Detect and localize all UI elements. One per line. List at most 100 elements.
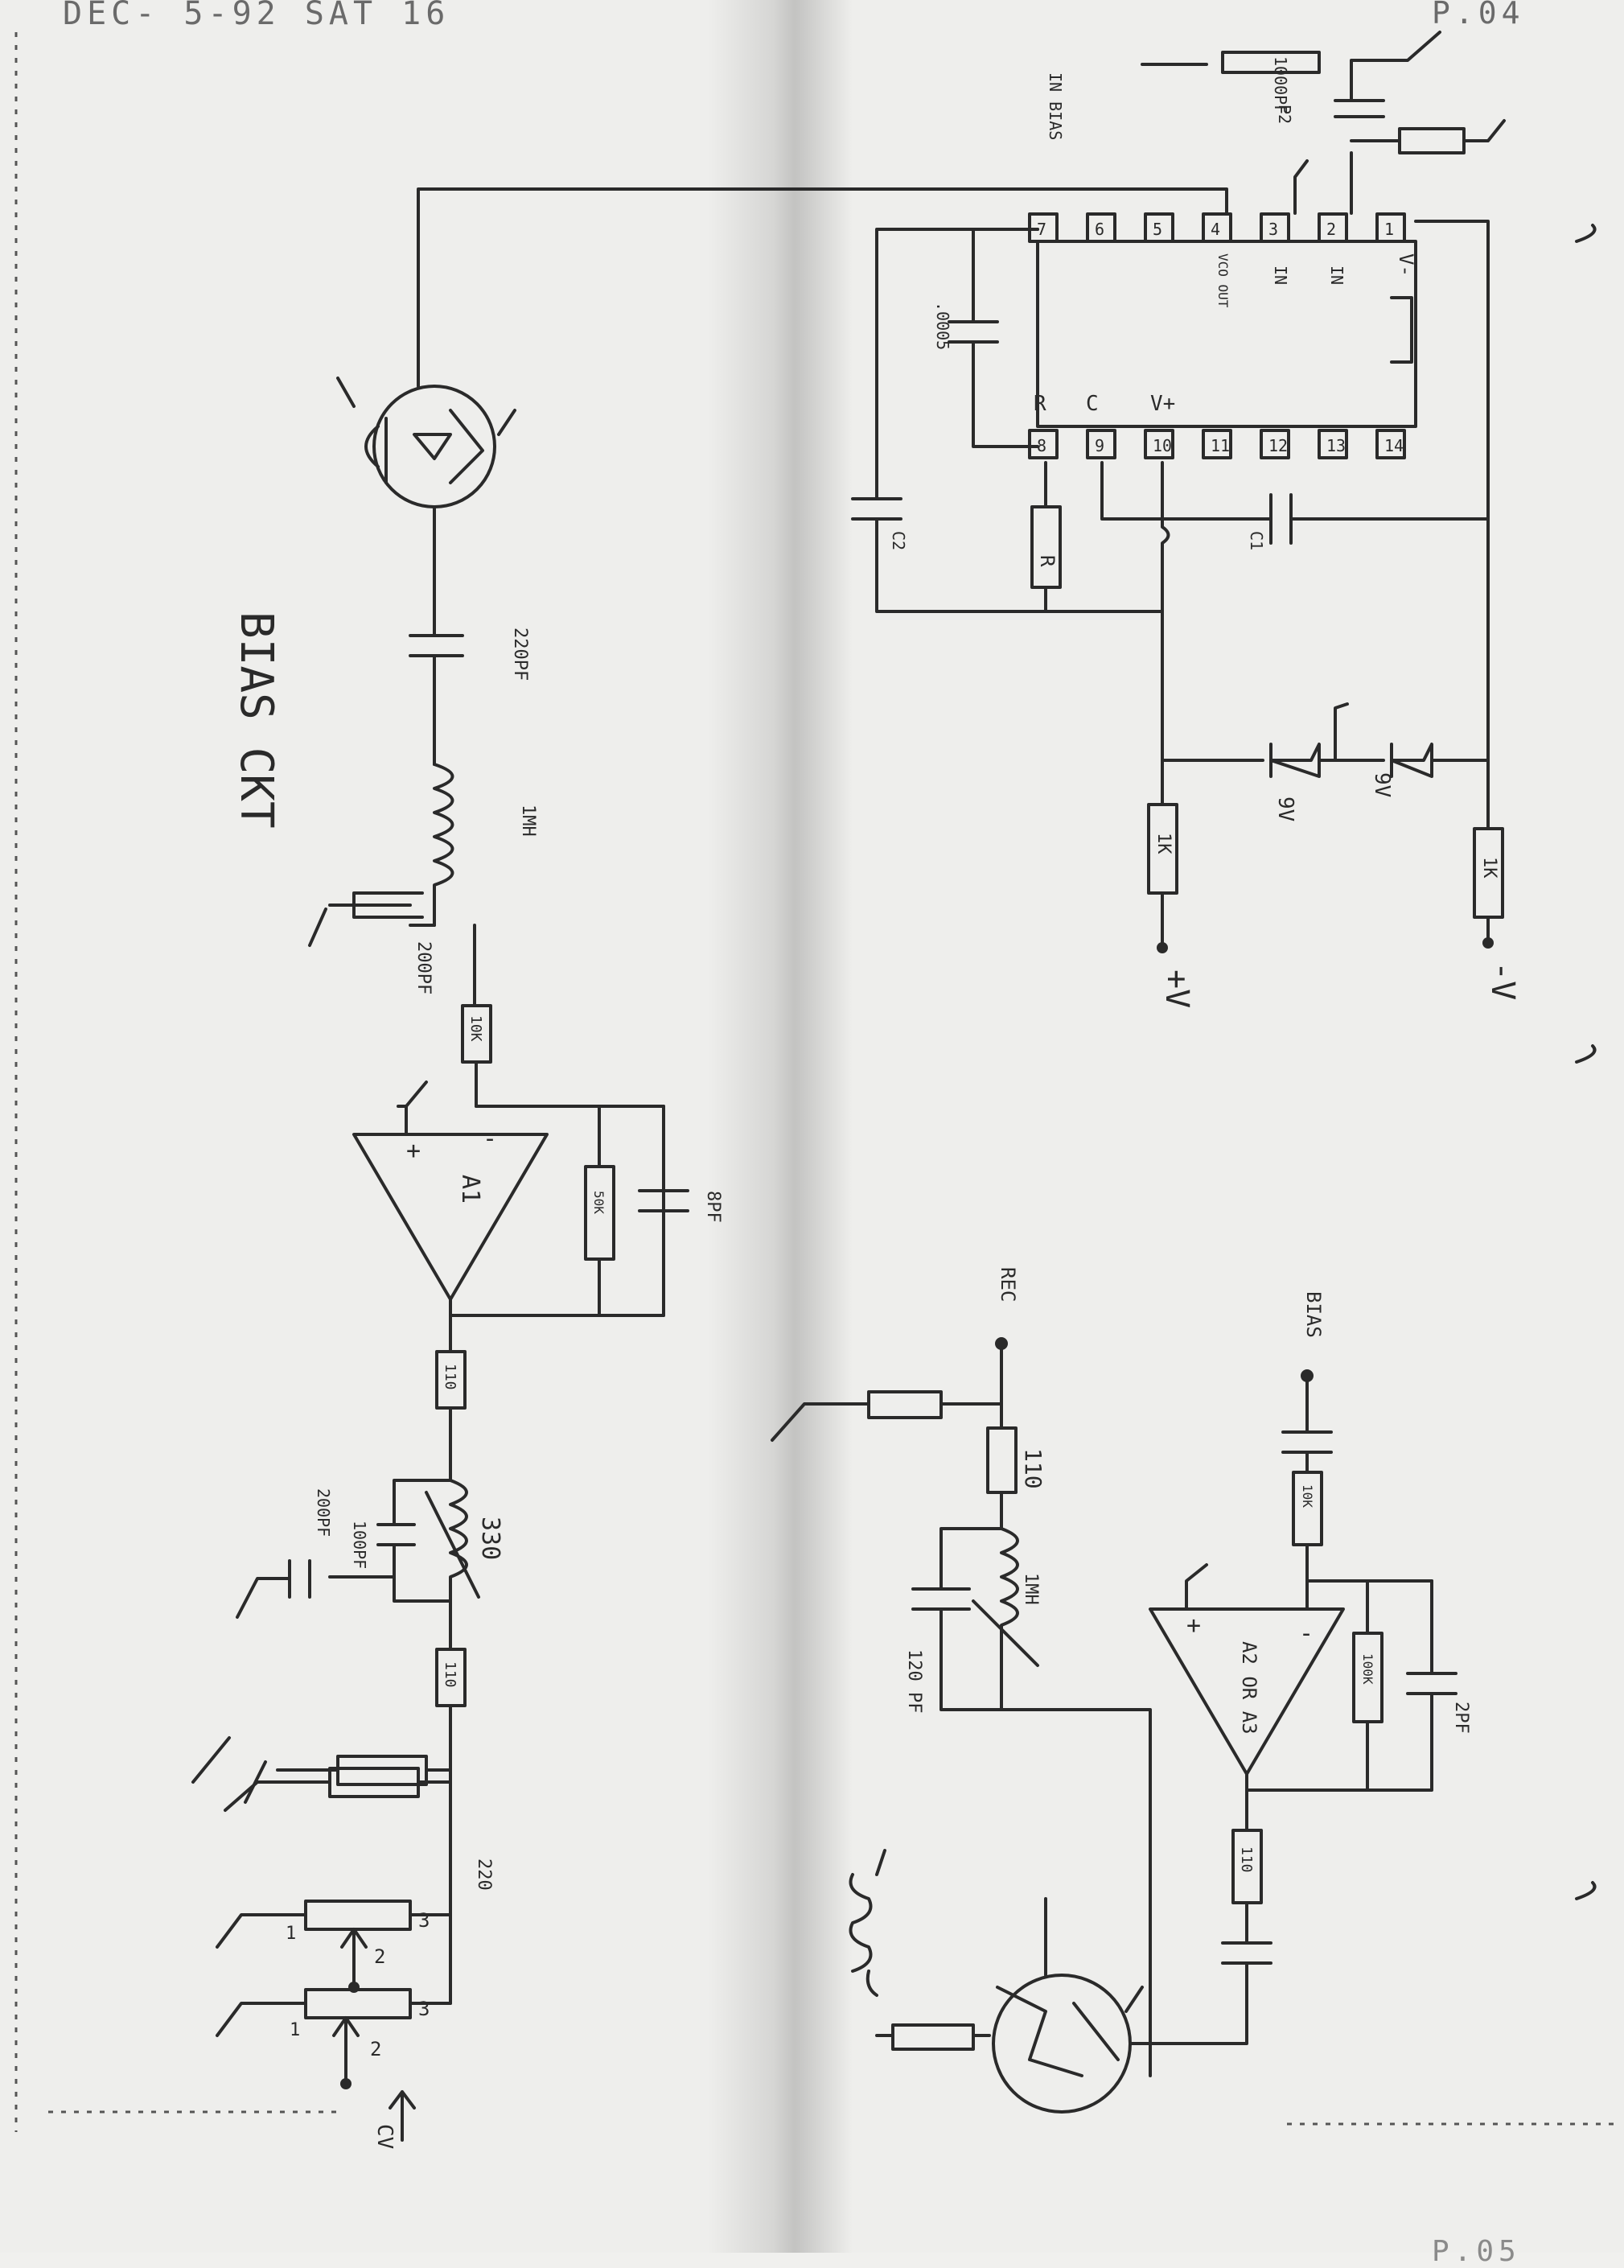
ic-top-pin-number: 2 xyxy=(1326,220,1336,239)
ground-shunt xyxy=(308,903,412,947)
label-r-out-rec: 110 xyxy=(1238,1846,1255,1873)
label-r-feedback: 50K xyxy=(591,1191,606,1214)
pot1-pin1: 1 xyxy=(286,1924,296,1944)
label-r-input: 10K xyxy=(467,1015,484,1042)
label-amp-rec: A2 OR A3 xyxy=(1238,1641,1260,1735)
pot1-pin2: 2 xyxy=(374,1945,385,1968)
pot1-wiper xyxy=(340,1928,368,1989)
label-l-tank: 330 xyxy=(476,1517,504,1560)
cap-200pf-ground xyxy=(236,1559,396,1619)
inductor-330-adjust xyxy=(425,1491,480,1599)
ic-top-pin-box xyxy=(1086,212,1116,243)
pin1-label: V- xyxy=(1395,253,1417,277)
resistor-ground-1 xyxy=(336,1755,428,1786)
ic-top-pin-number: 6 xyxy=(1095,220,1104,239)
tube-symbol xyxy=(372,385,496,508)
label-c-tank2: 100PF xyxy=(350,1521,369,1569)
inductor-rec-adjust xyxy=(972,1599,1039,1667)
wire-pot2 xyxy=(216,2002,452,2037)
label-zener2: 9V xyxy=(1370,772,1394,797)
resistor-rec-ground xyxy=(867,1390,943,1419)
ic-bottom-pin-number: 10 xyxy=(1153,436,1172,455)
wire-pot1 xyxy=(216,1913,452,1949)
ic-top-pin-number: 7 xyxy=(1037,220,1046,239)
bias-title: BIAS CKT xyxy=(230,611,282,829)
cap-2pf xyxy=(1366,1579,1457,1792)
inductor-rec-1mh xyxy=(1000,1527,1019,1711)
stray-marks xyxy=(1575,224,1597,1900)
pot2-pin1: 1 xyxy=(290,2020,300,2040)
label-r-in-rec: 10K xyxy=(1300,1484,1315,1508)
ic-notch xyxy=(1390,296,1413,364)
label-r-timing: R xyxy=(1036,555,1059,567)
wire-vplus xyxy=(1161,461,1170,806)
ic-bottom-pin-box xyxy=(1318,429,1348,459)
pin9-label: C xyxy=(1086,392,1099,416)
wire-r-in xyxy=(1350,119,1506,142)
ic-bottom-pin-box xyxy=(1375,429,1406,459)
ic-top-pin-number: 4 xyxy=(1211,220,1220,239)
resistor-50k xyxy=(584,1165,615,1261)
ic-top-pin-number: 3 xyxy=(1268,220,1278,239)
label-amp-rec-plus: + xyxy=(1186,1611,1201,1640)
inductor-head xyxy=(849,1849,886,1997)
pin4-label: VCO OUT xyxy=(1215,253,1231,308)
label-zener1: 9V xyxy=(1273,796,1297,821)
ic-bottom-pin-number: 12 xyxy=(1268,436,1288,455)
pot2-terminal xyxy=(340,2078,352,2089)
ic-top-pin-box xyxy=(1375,212,1406,243)
cap-c2 xyxy=(851,228,1164,613)
label-r-out: 110 xyxy=(442,1364,458,1390)
ic-bottom-pin-box xyxy=(1144,429,1174,459)
cap-8pf xyxy=(638,1105,689,1317)
cap-100pf xyxy=(376,1479,452,1603)
pot2-pin3: 3 xyxy=(418,1998,430,2020)
label-c-feedback-rec: 2PF xyxy=(1451,1702,1471,1734)
ic-bottom-pin-number: 9 xyxy=(1095,436,1104,455)
ic-top-pin-number: 5 xyxy=(1153,220,1162,239)
wire-ground-r2 xyxy=(191,1736,452,1812)
inductor-330 xyxy=(449,1479,468,1603)
input-fragment xyxy=(1141,51,1321,74)
cap-input xyxy=(1334,31,1441,215)
terminal-vneg xyxy=(1482,937,1494,949)
terminal-vpos xyxy=(1157,942,1168,953)
label-c-shunt: 200PF xyxy=(413,941,434,994)
ic-bottom-pin-box xyxy=(1260,429,1290,459)
ic-top-pin-box xyxy=(1202,212,1232,243)
cap-0005 xyxy=(948,228,1039,448)
ic-bottom-pin-box xyxy=(1086,429,1116,459)
label-r-rec: 110 xyxy=(1020,1448,1046,1489)
label-r-pos: 1K xyxy=(1153,833,1174,854)
label-c-tank1: 200PF xyxy=(314,1488,333,1537)
cap-c1 xyxy=(1100,461,1490,545)
ground-a1-plus xyxy=(397,1080,428,1136)
label-vneg: -V xyxy=(1484,961,1521,1000)
cap-rec-out xyxy=(1129,1901,1272,2045)
label-a1-plus: + xyxy=(406,1137,421,1165)
pin3-label: IN xyxy=(1271,265,1290,285)
ic-bottom-pin-number: 11 xyxy=(1211,436,1230,455)
cap-shunt-wires xyxy=(352,891,436,927)
tube-internals xyxy=(364,409,484,484)
label-c-coupling: 220PF xyxy=(510,628,530,681)
label-l-rec: 1MH xyxy=(1021,1573,1041,1605)
pot1-pin3: 3 xyxy=(418,1909,430,1932)
label-a1: A1 xyxy=(456,1175,484,1204)
ic-top-pin-box xyxy=(1318,212,1348,243)
pin8-label: R xyxy=(1034,392,1046,416)
label-c-feedback: 8PF xyxy=(703,1191,723,1223)
bias-circuit: BIAS CKT 220PF 1MH 200PF 10K A1 - + xyxy=(191,187,1228,2149)
label-l-series: 1MH xyxy=(518,805,538,837)
resistor-100k xyxy=(1352,1632,1383,1723)
ic-bottom-pin-box xyxy=(1028,429,1059,459)
tube-leads xyxy=(336,377,516,436)
label-r-feedback-rec: 100K xyxy=(1360,1653,1375,1685)
inductor-1mh xyxy=(433,763,454,927)
label-c1: C1 xyxy=(1247,531,1266,550)
zener-pair xyxy=(1161,743,1490,778)
record-head-leads xyxy=(875,1897,1047,2037)
